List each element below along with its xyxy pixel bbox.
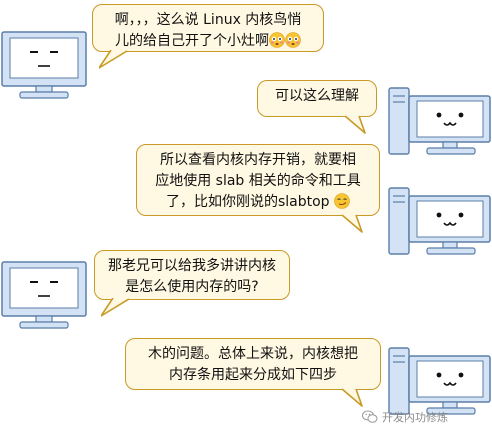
message-2-text: 可以这么理解 [275,88,359,104]
smirking-face-emoji-icon [334,193,350,209]
wechat-icon [362,410,378,423]
message-bubble-5: 木的问题。总体上来说，内核想把 内存条用起来分成如下四步 [125,338,381,390]
message-4-line-1: 那老兄可以给我多讲讲内核 [108,258,276,274]
bubble-1-tail [99,50,128,69]
left-computer-avatar-2 [0,260,90,330]
message-4-line-2: 是怎么使用内存的吗? [125,279,259,295]
right-computer-avatar-1 [387,86,492,160]
bubble-2-tail [344,115,366,134]
wechat-watermark: 开发内功修炼 [362,409,448,425]
message-3-line-3: 了，比如你刚说的slabtop [165,194,330,210]
bubble-5-tail [341,388,363,407]
message-3-line-1: 所以查看内核内存开销，就要相 [160,152,356,168]
message-1-line-1: 啊，，，这么说 Linux 内核鸟悄 [114,12,302,28]
message-1-line-2: 儿的给自己开了个小灶啊 [115,33,269,49]
message-5-line-2: 内存条用起来分成如下四步 [169,367,337,383]
right-computer-avatar-2 [387,186,492,260]
message-5-line-1: 木的问题。总体上来说，内核想把 [148,346,358,362]
flushed-face-emoji-icon [285,32,301,48]
message-3-line-2: 应地使用 slab 相关的命令和工具 [155,173,361,189]
bubble-3-tail [341,214,363,233]
message-bubble-4: 那老兄可以给我多讲讲内核 是怎么使用内存的吗? [94,250,290,300]
message-bubble-1: 啊，，，这么说 Linux 内核鸟悄 儿的给自己开了个小灶啊 [92,4,324,52]
flushed-face-emoji-icon [269,32,285,48]
message-bubble-2: 可以这么理解 [257,80,377,117]
right-computer-avatar-3 [387,346,492,420]
watermark-text: 开发内功修炼 [382,411,448,424]
message-bubble-3: 所以查看内核内存开销，就要相 应地使用 slab 相关的命令和工具 了，比如你刚… [136,144,380,216]
left-computer-avatar-1 [0,30,90,100]
bubble-4-tail [101,298,130,317]
